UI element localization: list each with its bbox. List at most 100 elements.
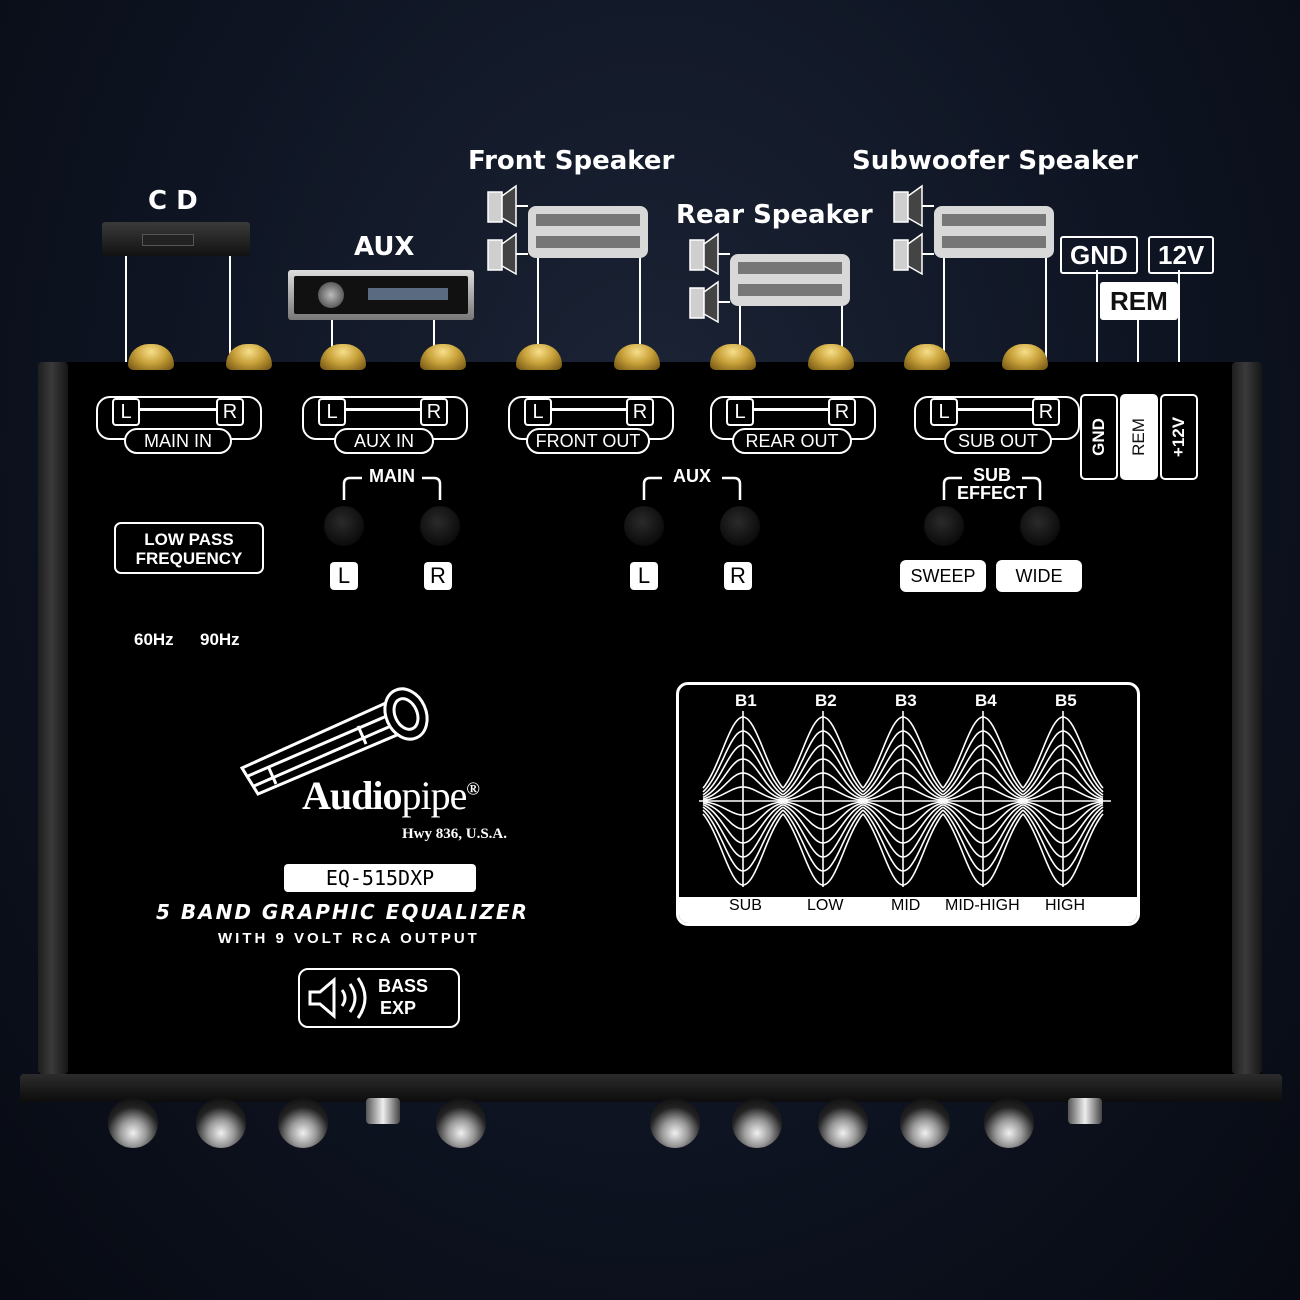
eq-curves [699,711,1111,887]
eq-band-label-b5: B5 [1055,691,1077,710]
low-pass-frequency-label: LOW PASS FREQUENCY [114,522,264,574]
sub-out-left: L [930,398,958,426]
front-out-label: FRONT OUT [526,428,650,454]
rca-jack[interactable] [1002,344,1048,370]
rca-jack[interactable] [808,344,854,370]
cd-player [102,222,250,256]
12v-label-top: 12V [1148,236,1215,274]
sub-out-label: SUB OUT [944,428,1052,454]
sub-out-right: R [1032,398,1060,426]
product-subtitle: WITH 9 VOLT RCA OUTPUT [218,930,480,947]
sub-effect-line1: SUB [972,465,1011,485]
port-bar [752,408,834,411]
front-knob[interactable] [108,1098,158,1148]
bass-exp-line2: EXP [380,998,417,1018]
eq-band-name-high: HIGH [1045,897,1085,914]
main-left-knob[interactable] [324,506,364,546]
wide-label: WIDE [996,560,1082,592]
wide-knob[interactable] [1020,506,1060,546]
gnd-terminal[interactable]: GND [1080,394,1118,480]
aux-in-right: R [420,398,448,426]
brand-reg: ® [466,778,479,799]
right-rail [1232,362,1262,1074]
freq-90hz: 90Hz [200,630,240,649]
front-knob[interactable] [650,1098,700,1148]
front-knob[interactable] [278,1098,328,1148]
12v-terminal[interactable]: +12V [1160,394,1198,480]
main-right-label: R [424,562,452,590]
subwoofer-speaker-header: Subwoofer Speaker [852,146,1138,176]
sweep-knob[interactable] [924,506,964,546]
cd-header: C D [148,186,198,216]
eq-band-name-low: LOW [807,897,844,914]
rear-out-label: REAR OUT [732,428,852,454]
eq-band-label-b2: B2 [815,691,837,710]
rca-jack[interactable] [710,344,756,370]
rca-jack[interactable] [226,344,272,370]
aux-in-left: L [318,398,346,426]
port-bar [956,408,1038,411]
rca-jack[interactable] [128,344,174,370]
speaker-sound-icon [308,976,367,1020]
rca-jack[interactable] [614,344,660,370]
gnd-label-top: GND [1060,236,1138,274]
rem-terminal[interactable]: REM [1120,394,1158,480]
eq-band-names [679,897,1137,923]
aux-in-label: AUX IN [334,428,434,454]
front-knob[interactable] [436,1098,486,1148]
audiopipe-logo-pipe-icon [239,687,429,796]
brand-name-b: pipe [401,773,468,818]
left-rail [38,362,68,1074]
front-speaker-header: Front Speaker [468,146,675,176]
front-knob[interactable] [900,1098,950,1148]
aux-left-label: L [630,562,658,590]
eq-band-name-mid-high: MID-HIGH [945,897,1020,914]
eq-band-name-sub: SUB [729,897,762,914]
bass-exp-badge: BASS EXP [298,968,460,1028]
head-unit [288,270,474,320]
rca-jack[interactable] [320,344,366,370]
rear-out-right: R [828,398,856,426]
eq-band-name-mid: MID [891,897,921,914]
port-bar [138,408,220,411]
aux-header: AUX [354,232,415,262]
low-pass-line2: FREQUENCY [135,549,243,568]
aux-left-knob[interactable] [624,506,664,546]
front-knob[interactable] [196,1098,246,1148]
main-in-right: R [216,398,244,426]
main-left-label: L [330,562,358,590]
aux-group-label: AUX [672,466,711,486]
eq-band-label-b3: B3 [895,691,917,710]
wiring-diagram [125,184,1180,400]
main-right-knob[interactable] [420,506,460,546]
freq-60hz: 60Hz [134,630,174,649]
rear-speaker-header: Rear Speaker [676,200,873,230]
port-bar [344,408,426,411]
front-rca-jack[interactable] [1068,1098,1102,1124]
front-out-left: L [524,398,552,426]
rear-out-left: L [726,398,754,426]
cd-display [142,234,194,246]
aux-right-knob[interactable] [720,506,760,546]
front-rca-jack[interactable] [366,1098,400,1124]
front-knob[interactable] [818,1098,868,1148]
rem-label-top: REM [1100,282,1178,320]
main-in-label: MAIN IN [124,428,232,454]
product-title: 5 BAND GRAPHIC EQUALIZER [156,900,529,924]
front-out-right: R [626,398,654,426]
rca-jack[interactable] [420,344,466,370]
main-in-left: L [112,398,140,426]
low-pass-line1: LOW PASS [144,530,234,549]
rca-jack[interactable] [516,344,562,370]
aux-right-label: R [724,562,752,590]
eq-band-label-b1: B1 [735,691,757,710]
bass-exp-line1: BASS [378,976,429,996]
brand-name: Audiopipe® [302,772,480,819]
front-knob[interactable] [984,1098,1034,1148]
brand-name-a: Audio [302,773,402,818]
front-lip [20,1074,1282,1102]
sub-effect-line2: EFFECT [957,483,1027,503]
rca-jack[interactable] [904,344,950,370]
model-number: EQ-515DXP [284,864,476,892]
front-knob[interactable] [732,1098,782,1148]
